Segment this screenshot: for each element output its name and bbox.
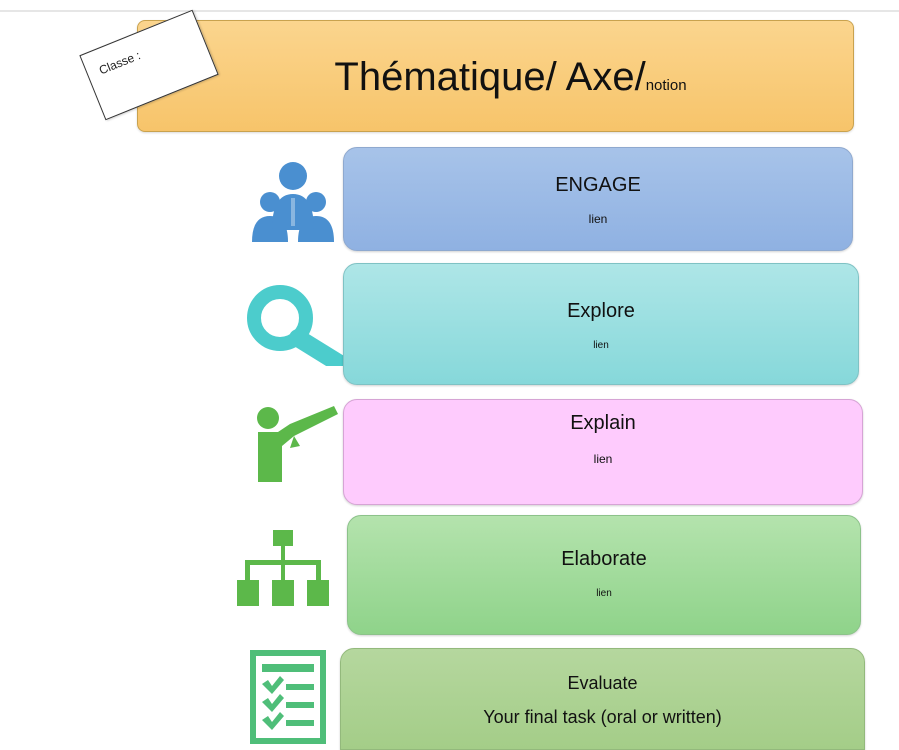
step-explore-title: Explore bbox=[567, 300, 635, 322]
step-elaborate: Elaborate lien bbox=[347, 515, 861, 635]
top-rule bbox=[0, 10, 899, 12]
step-elaborate-title: Elaborate bbox=[561, 548, 647, 570]
step-explain: Explain lien bbox=[343, 399, 863, 505]
checklist-icon bbox=[250, 650, 326, 744]
step-elaborate-link[interactable]: lien bbox=[596, 588, 612, 599]
magnifier-icon bbox=[244, 284, 344, 366]
page-title: Thématique/ Axe/notion bbox=[138, 53, 853, 110]
step-evaluate: Evaluate Your final task (oral or writte… bbox=[340, 648, 865, 750]
step-engage: ENGAGE lien bbox=[343, 147, 853, 251]
step-explore-link[interactable]: lien bbox=[593, 340, 609, 351]
teacher-pointing-icon bbox=[254, 402, 340, 484]
classe-label: Classe : bbox=[97, 48, 143, 78]
step-explain-link[interactable]: lien bbox=[593, 452, 613, 466]
step-engage-title: ENGAGE bbox=[555, 174, 641, 196]
title-banner: Thématique/ Axe/notion bbox=[137, 20, 854, 132]
title-notion: notion bbox=[645, 77, 687, 94]
title-main: Thématique/ Axe/ bbox=[334, 55, 646, 99]
step-evaluate-task: Your final task (oral or written) bbox=[483, 707, 722, 727]
step-explain-title: Explain bbox=[570, 412, 636, 434]
step-engage-link[interactable]: lien bbox=[588, 212, 608, 226]
step-evaluate-title: Evaluate bbox=[567, 673, 638, 693]
people-group-icon bbox=[250, 158, 336, 246]
org-chart-icon bbox=[237, 530, 329, 608]
step-explore: Explore lien bbox=[343, 263, 859, 385]
